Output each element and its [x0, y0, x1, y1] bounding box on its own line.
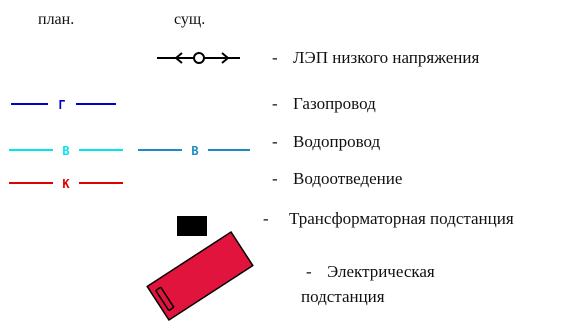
legend-dash: -: [272, 94, 278, 113]
water-existing-symbol-letter: В: [191, 144, 198, 158]
legend-label-gas: Газопровод: [293, 94, 376, 113]
column-header-existing: сущ.: [174, 11, 206, 28]
legend-label-electrical-substation-line2: подстанция: [301, 287, 385, 306]
gas-symbol-letter: Г: [58, 98, 65, 112]
legend-label-water: Водопровод: [293, 132, 381, 151]
water-plan-symbol-letter: В: [62, 144, 69, 158]
column-header-plan: план.: [38, 11, 75, 28]
legend-dash: -: [306, 262, 312, 281]
legend-label-electrical-substation-line1: Электрическая: [327, 262, 435, 281]
legend-dash: -: [272, 132, 278, 151]
legend-dash: -: [272, 48, 278, 67]
electrical-substation-symbol: [146, 230, 254, 322]
water-line-plan-symbol: В: [9, 144, 123, 158]
sewer-symbol-letter: К: [62, 177, 70, 191]
gas-line-symbol: Г: [11, 98, 116, 112]
legend-label-sewer: Водоотведение: [293, 169, 403, 188]
power-line-symbol: [157, 52, 240, 64]
transformer-substation-symbol: [177, 216, 207, 236]
water-line-existing-symbol: В: [138, 144, 250, 158]
legend-dash: -: [263, 209, 269, 228]
legend-dash: -: [272, 169, 278, 188]
sewer-line-symbol: К: [9, 177, 123, 191]
legend-label-transformer-substation: Трансформаторная подстанция: [289, 209, 514, 228]
legend-label-power-line: ЛЭП низкого напряжения: [293, 48, 480, 67]
